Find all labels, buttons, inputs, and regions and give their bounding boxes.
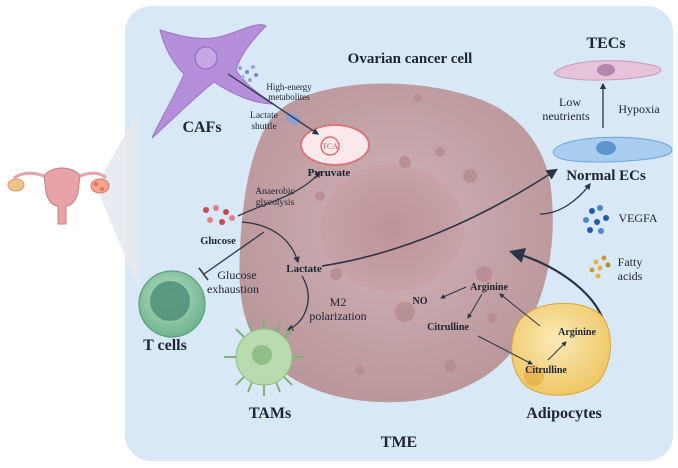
lactate-to-normal-ecs-arrow [321, 168, 558, 267]
tams-label: TAMs [249, 405, 291, 422]
vegfa-dots [583, 205, 609, 234]
arginine-adipocyte-label: Arginine [558, 327, 596, 338]
fatty-acid-dots [589, 255, 611, 279]
adipocytes-label: Adipocytes [526, 405, 602, 422]
glucose-exhaustion-inhibition [203, 231, 265, 275]
polarization-label: polarization [309, 309, 366, 323]
arginine-to-no-arrow [440, 286, 467, 299]
arginine-to-citrulline-arrow [467, 293, 483, 319]
anaerobic-glycolysis-label-2: glycolysis [256, 198, 295, 208]
low-nutrients-label-2: neutrients [542, 109, 590, 123]
arginine-tumor-label: Arginine [470, 282, 508, 293]
caf-cell [151, 24, 276, 139]
citrulline-tumor-label: Citrulline [427, 322, 469, 333]
high-energy-label-1: High-energy [266, 82, 312, 92]
mitochondrion: TCA [300, 124, 370, 166]
fatty-acids-label-1: Fatty [618, 255, 643, 269]
lactate-label: Lactate [286, 263, 322, 275]
low-nutrients-label-1: Low [559, 95, 581, 109]
tumor-vesicles [315, 94, 497, 375]
tec-cell [554, 60, 662, 81]
tca-label: TCA [322, 142, 338, 151]
lactate-m2-polarization-arrow [286, 275, 309, 331]
pyruvate-label: Pyruvate [308, 167, 351, 179]
hypoxia-label: Hypoxia [618, 102, 660, 116]
adipocyte-arginine-to-tumor-arrow [499, 293, 541, 327]
glucose-dots [203, 205, 235, 225]
ovarian-cancer-cell-title: Ovarian cancer cell [348, 51, 473, 67]
high-energy-label-2: metabolites [268, 92, 310, 102]
glucose-to-lactate-arrow [241, 221, 300, 264]
no-label: NO [413, 296, 428, 307]
glucose-label: Glucose [200, 236, 236, 247]
tme-label: TME [381, 434, 417, 451]
citrulline-to-adipocyte-arrow [477, 335, 533, 365]
glucose-exhaustion-label-2: exhaustion [207, 282, 259, 296]
cafs-label: CAFs [182, 119, 221, 136]
t-cells-label: T cells [143, 337, 187, 354]
caf-to-mitochondria-arrow [227, 73, 320, 135]
t-cell [138, 270, 206, 338]
tecs-label: TECs [586, 35, 625, 52]
normal-ecs-label: Normal ECs [566, 168, 646, 184]
anaerobic-glycolysis-label-1: Anaerobic [255, 187, 295, 197]
normal-ec-cell [552, 136, 673, 163]
tam-cell [224, 318, 304, 396]
m2-label: M2 [330, 295, 347, 309]
anaerobic-glycolysis-arrow [237, 171, 321, 217]
vegfa-label: VEGFA [618, 211, 657, 225]
adipocyte-cell [511, 302, 611, 396]
lactate-shuttle-label-1: Lactate [250, 111, 278, 121]
inhibition-bar [198, 267, 209, 281]
high-energy-metabolite-dots [238, 65, 258, 82]
normal-ecs-vegfa-arrow [539, 182, 591, 215]
fatty-acids-label-2: acids [618, 269, 643, 283]
uterus-icon [7, 167, 110, 225]
adipocyte-citrulline-to-arginine-arrow [547, 341, 567, 361]
citrulline-adipocyte-label: Citrulline [525, 365, 567, 376]
lactate-shuttle-label-2: shuttle [251, 122, 276, 132]
glucose-exhaustion-label-1: Glucose [217, 268, 256, 282]
zoom-cone [96, 110, 139, 290]
